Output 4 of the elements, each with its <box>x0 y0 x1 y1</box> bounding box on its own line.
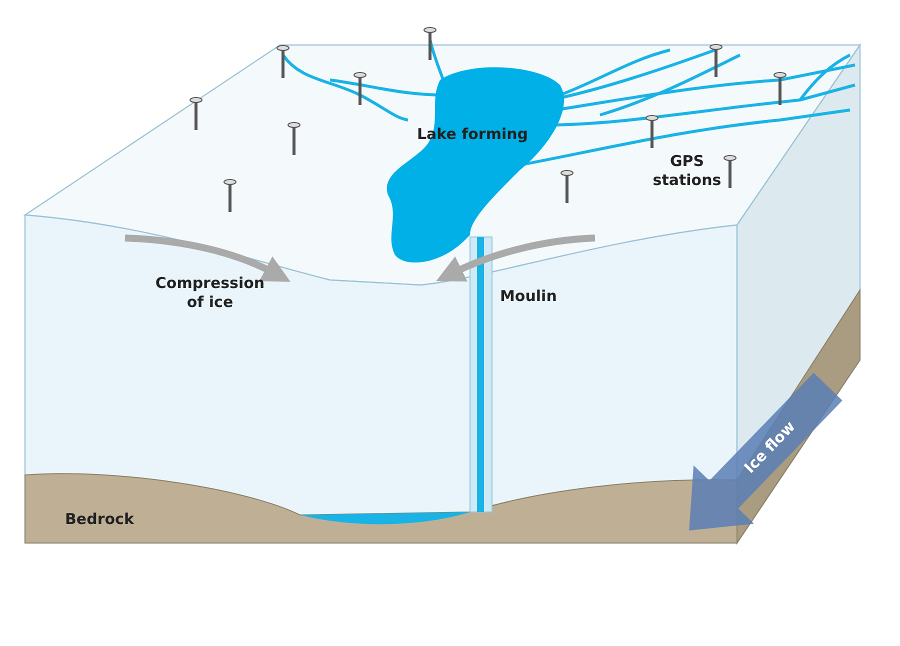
label: Moulin <box>500 287 558 306</box>
label: GPS stations <box>652 152 722 190</box>
label: Bedrock <box>65 510 135 529</box>
label: Compression of ice <box>154 274 266 312</box>
